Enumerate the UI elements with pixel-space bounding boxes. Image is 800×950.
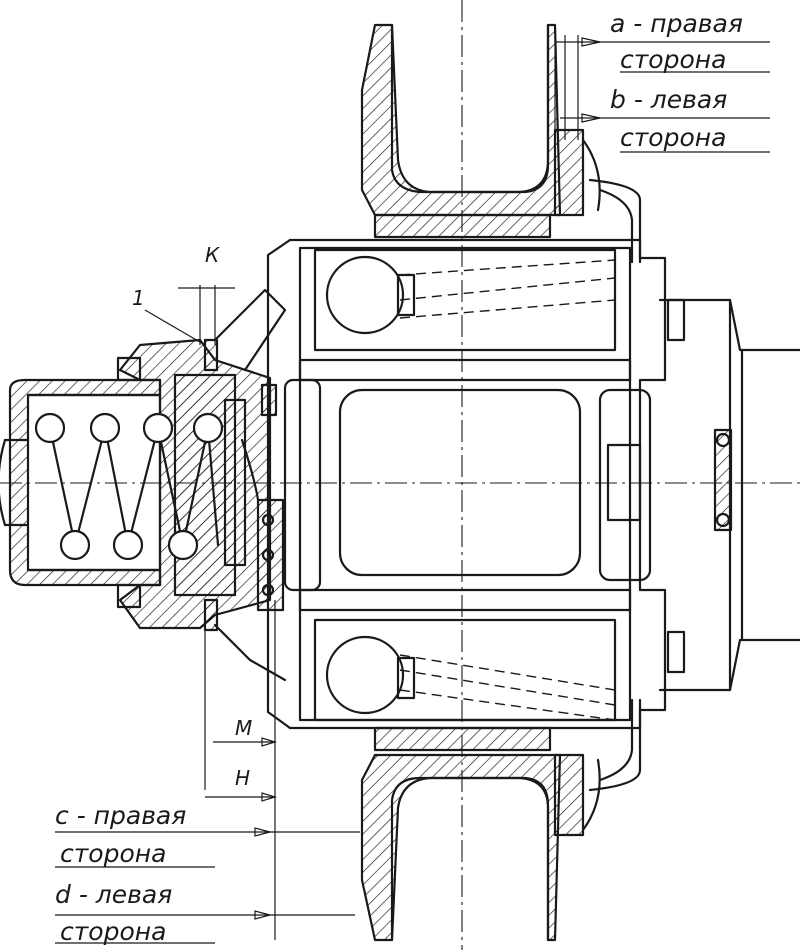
- label-a-sub: сторона: [620, 45, 726, 74]
- label-c: с - правая: [55, 801, 186, 830]
- labels: а - правая сторона b - левая сторона К 1…: [55, 9, 743, 946]
- linkage: [203, 288, 287, 682]
- right-cover: [658, 298, 800, 692]
- label-c-sub: сторона: [60, 839, 166, 868]
- label-1: 1: [132, 286, 145, 310]
- lower-pivot: [313, 618, 617, 722]
- label-k: К: [205, 243, 220, 267]
- spring-box: [0, 338, 272, 630]
- label-a: а - правая: [610, 9, 743, 38]
- label-b: b - левая: [610, 85, 727, 114]
- label-m: М: [235, 716, 252, 740]
- top-wheel-section: [360, 23, 642, 264]
- coil-spring: [34, 412, 224, 561]
- main-housing: [266, 238, 667, 730]
- dimension-lines: [55, 37, 770, 944]
- label-b-sub: сторона: [620, 123, 726, 152]
- upper-pivot: [313, 248, 617, 352]
- label-h: Н: [235, 766, 250, 790]
- bottom-wheel-section: [360, 698, 642, 942]
- label-d-sub: сторона: [60, 917, 166, 946]
- label-d: d - левая: [55, 880, 172, 909]
